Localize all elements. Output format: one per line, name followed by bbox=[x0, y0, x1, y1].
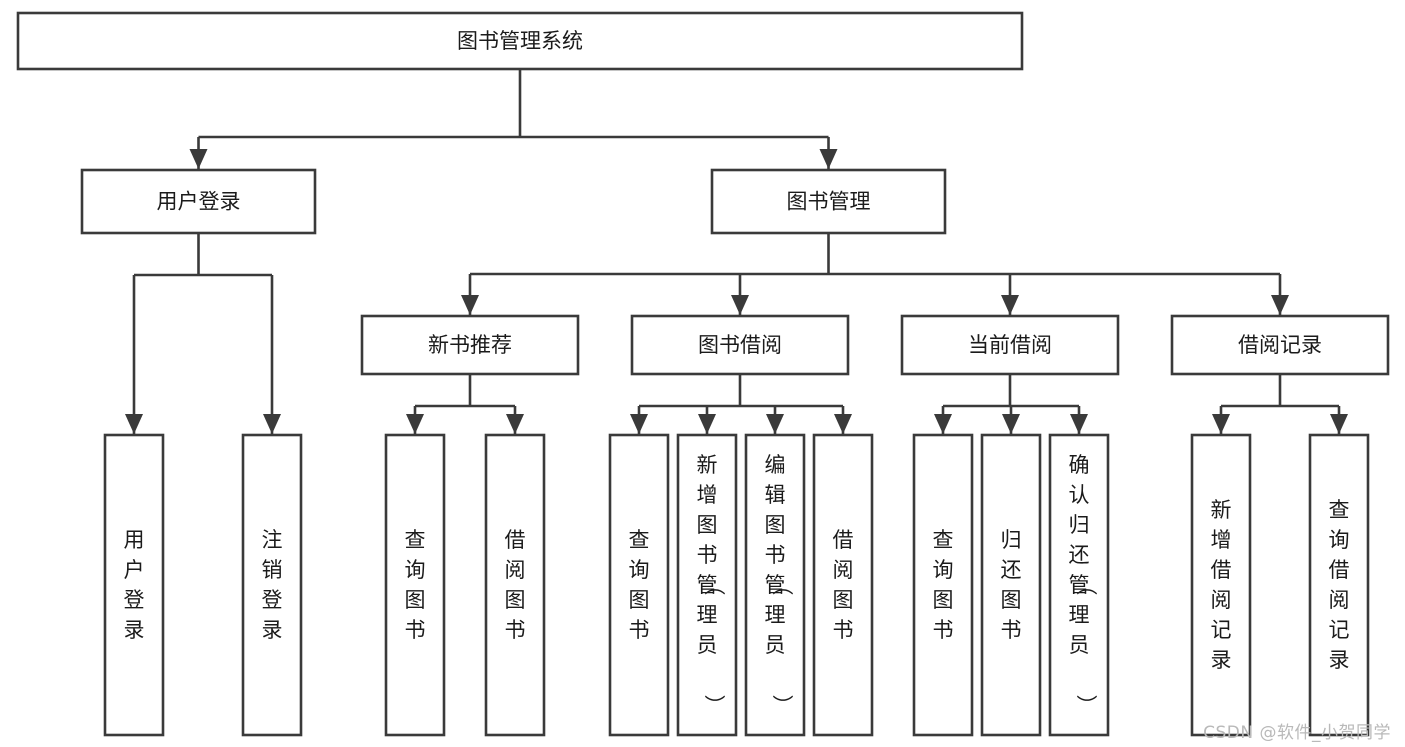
node-box bbox=[900, 314, 1120, 376]
node-box bbox=[676, 433, 738, 737]
node-box bbox=[103, 433, 165, 737]
node-box bbox=[1048, 433, 1110, 737]
node-current-confirm-return[interactable]: （ ） 确认归还管理员 bbox=[1048, 433, 1110, 737]
node-label: 借阅图书 bbox=[833, 528, 854, 642]
node-box bbox=[241, 433, 303, 737]
node-borrow-add-book[interactable]: （ ） 新增图书管理员 bbox=[676, 433, 738, 737]
node-label: 用户登录 bbox=[124, 528, 145, 642]
node-label-bracket: ） bbox=[702, 695, 726, 716]
node-label-bracket: ） bbox=[770, 695, 794, 716]
node-label: 用户登录 bbox=[157, 190, 241, 214]
node-recommend-borrow-book[interactable]: 借阅图书 bbox=[484, 433, 546, 737]
node-label: 新书推荐 bbox=[428, 333, 512, 357]
node-box bbox=[630, 314, 850, 376]
arrow-head-icon bbox=[934, 414, 952, 434]
node-current-query-book[interactable]: 查询图书 bbox=[912, 433, 974, 737]
arrow-head-icon bbox=[731, 295, 749, 315]
node-label: 图书管理 bbox=[787, 190, 871, 214]
node-label: 图书借阅 bbox=[698, 333, 782, 357]
node-label: 查询图书 bbox=[405, 528, 426, 642]
node-user-login[interactable]: 用户登录 bbox=[80, 168, 317, 235]
arrow-head-icon bbox=[189, 149, 208, 169]
node-label: 借阅记录 bbox=[1238, 333, 1322, 357]
node-recommend-query-book[interactable]: 查询图书 bbox=[384, 433, 446, 737]
arrow-head-icon bbox=[125, 414, 143, 434]
node-borrow-edit-book[interactable]: （ ） 编辑图书管理员 bbox=[744, 433, 806, 737]
node-label: 查询图书 bbox=[629, 528, 650, 642]
connector-layer bbox=[125, 69, 1348, 434]
node-label: 归还图书 bbox=[1001, 528, 1022, 642]
node-box bbox=[16, 11, 1024, 71]
node-record-add[interactable]: 新增借阅记录 bbox=[1190, 433, 1252, 737]
node-label-bracket: （ bbox=[1074, 575, 1098, 596]
arrow-head-icon bbox=[1070, 414, 1088, 434]
node-root[interactable]: 图书管理系统 bbox=[16, 11, 1024, 71]
node-label: 确认归还管理员 bbox=[1069, 453, 1090, 657]
arrow-head-icon bbox=[834, 414, 852, 434]
node-new-book-recommend[interactable]: 新书推荐 bbox=[360, 314, 580, 376]
arrow-head-icon bbox=[819, 149, 838, 169]
node-label: 查询图书 bbox=[933, 528, 954, 642]
arrow-head-icon bbox=[1001, 295, 1019, 315]
node-current-return-book[interactable]: 归还图书 bbox=[980, 433, 1042, 737]
node-label-bracket: （ bbox=[702, 575, 726, 596]
arrow-head-icon bbox=[461, 295, 479, 315]
node-box bbox=[1308, 433, 1370, 737]
arrow-head-icon bbox=[1002, 414, 1020, 434]
node-label-bracket: （ bbox=[770, 575, 794, 596]
arrow-head-icon bbox=[698, 414, 716, 434]
node-layer: 图书管理系统用户登录用户登录注销登录图书管理新书推荐查询图书借阅图书图书借阅查询… bbox=[16, 11, 1390, 737]
node-label: 注销登录 bbox=[262, 528, 283, 642]
arrow-head-icon bbox=[263, 414, 281, 434]
node-box bbox=[608, 433, 670, 737]
node-book-management[interactable]: 图书管理 bbox=[710, 168, 947, 235]
node-borrow-borrow-book[interactable]: 借阅图书 bbox=[812, 433, 874, 737]
node-label: 图书管理系统 bbox=[457, 29, 583, 53]
node-label: 查询借阅记录 bbox=[1329, 498, 1350, 672]
node-user-login-do[interactable]: 用户登录 bbox=[103, 433, 165, 737]
arrow-head-icon bbox=[1330, 414, 1348, 434]
node-box bbox=[912, 433, 974, 737]
node-borrow-query-book[interactable]: 查询图书 bbox=[608, 433, 670, 737]
arrow-head-icon bbox=[406, 414, 424, 434]
node-box bbox=[1170, 314, 1390, 376]
node-box bbox=[484, 433, 546, 737]
arrow-head-icon bbox=[1212, 414, 1230, 434]
node-label: 借阅图书 bbox=[505, 528, 526, 642]
node-label: 新增图书管理员 bbox=[697, 453, 718, 657]
node-box bbox=[360, 314, 580, 376]
node-borrow-record[interactable]: 借阅记录 bbox=[1170, 314, 1390, 376]
node-box bbox=[384, 433, 446, 737]
arrow-head-icon bbox=[1271, 295, 1289, 315]
node-current-borrow[interactable]: 当前借阅 bbox=[900, 314, 1120, 376]
node-label: 新增借阅记录 bbox=[1211, 498, 1232, 672]
node-box bbox=[812, 433, 874, 737]
arrow-head-icon bbox=[630, 414, 648, 434]
node-box bbox=[1190, 433, 1252, 737]
node-record-query[interactable]: 查询借阅记录 bbox=[1308, 433, 1370, 737]
node-box bbox=[710, 168, 947, 235]
node-user-logout[interactable]: 注销登录 bbox=[241, 433, 303, 737]
node-box bbox=[980, 433, 1042, 737]
arrow-head-icon bbox=[766, 414, 784, 434]
arrow-head-icon bbox=[506, 414, 524, 434]
node-label: 当前借阅 bbox=[968, 333, 1052, 357]
node-label-bracket: ） bbox=[1074, 695, 1098, 716]
node-label: 编辑图书管理员 bbox=[765, 453, 786, 657]
node-book-borrow[interactable]: 图书借阅 bbox=[630, 314, 850, 376]
node-box bbox=[744, 433, 806, 737]
node-box bbox=[80, 168, 317, 235]
